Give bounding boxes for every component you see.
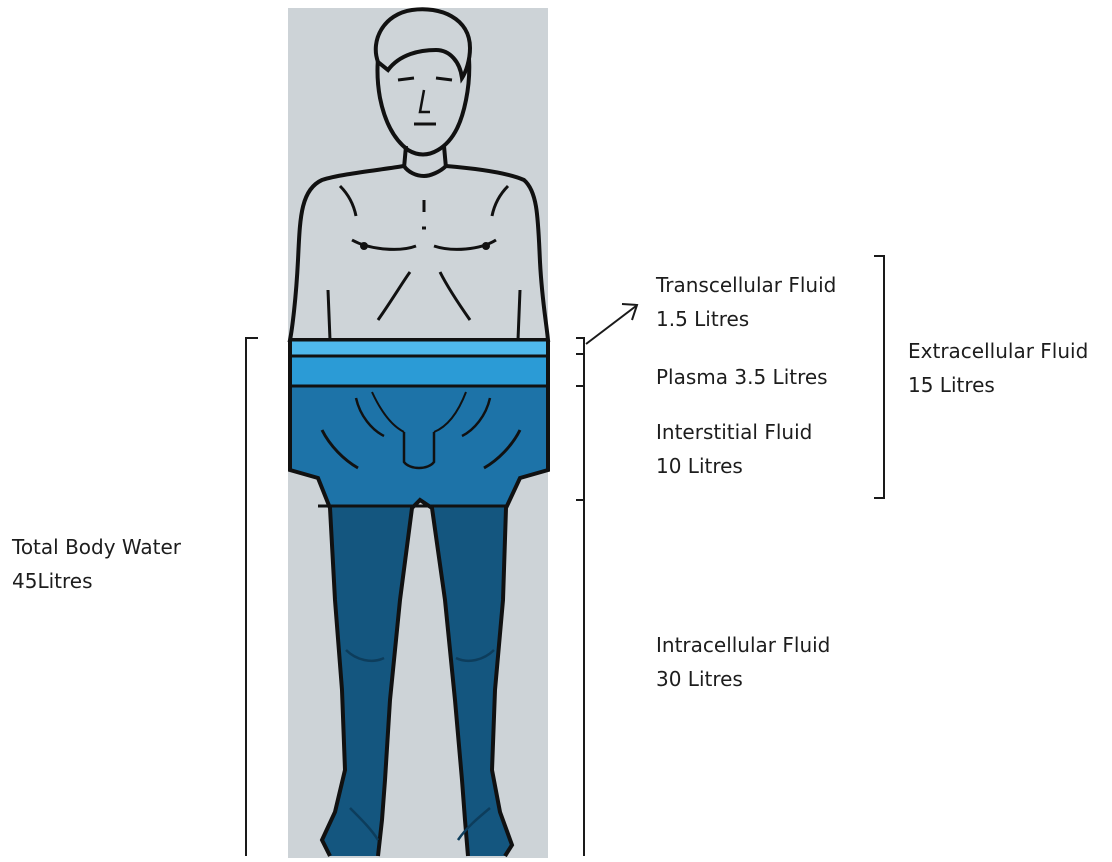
interstitial-name: Interstitial Fluid — [656, 415, 812, 449]
intracellular-label: Intracellular Fluid 30 Litres — [656, 628, 830, 696]
compartment-bracket — [576, 338, 584, 856]
plasma-name: Plasma 3.5 Litres — [656, 360, 828, 394]
extracellular-name: Extracellular Fluid — [908, 334, 1088, 368]
plasma-label: Plasma 3.5 Litres — [656, 360, 828, 394]
total-body-water-volume: 45Litres — [12, 564, 181, 598]
total-body-water-name: Total Body Water — [12, 530, 181, 564]
extracellular-label: Extracellular Fluid 15 Litres — [908, 334, 1088, 402]
intracellular-volume: 30 Litres — [656, 662, 830, 696]
total-body-water-bracket — [246, 338, 258, 856]
transcellular-band — [280, 340, 560, 356]
interstitial-label: Interstitial Fluid 10 Litres — [656, 415, 812, 483]
transcellular-name: Transcellular Fluid — [656, 268, 836, 302]
transcellular-label: Transcellular Fluid 1.5 Litres — [656, 268, 836, 336]
arrow-up-right-icon — [586, 304, 637, 344]
transcellular-volume: 1.5 Litres — [656, 302, 836, 336]
extracellular-bracket — [874, 256, 884, 498]
intracellular-name: Intracellular Fluid — [656, 628, 830, 662]
extracellular-volume: 15 Litres — [908, 368, 1088, 402]
plasma-band — [280, 356, 560, 386]
total-body-water-label: Total Body Water 45Litres — [12, 530, 181, 598]
interstitial-volume: 10 Litres — [656, 449, 812, 483]
